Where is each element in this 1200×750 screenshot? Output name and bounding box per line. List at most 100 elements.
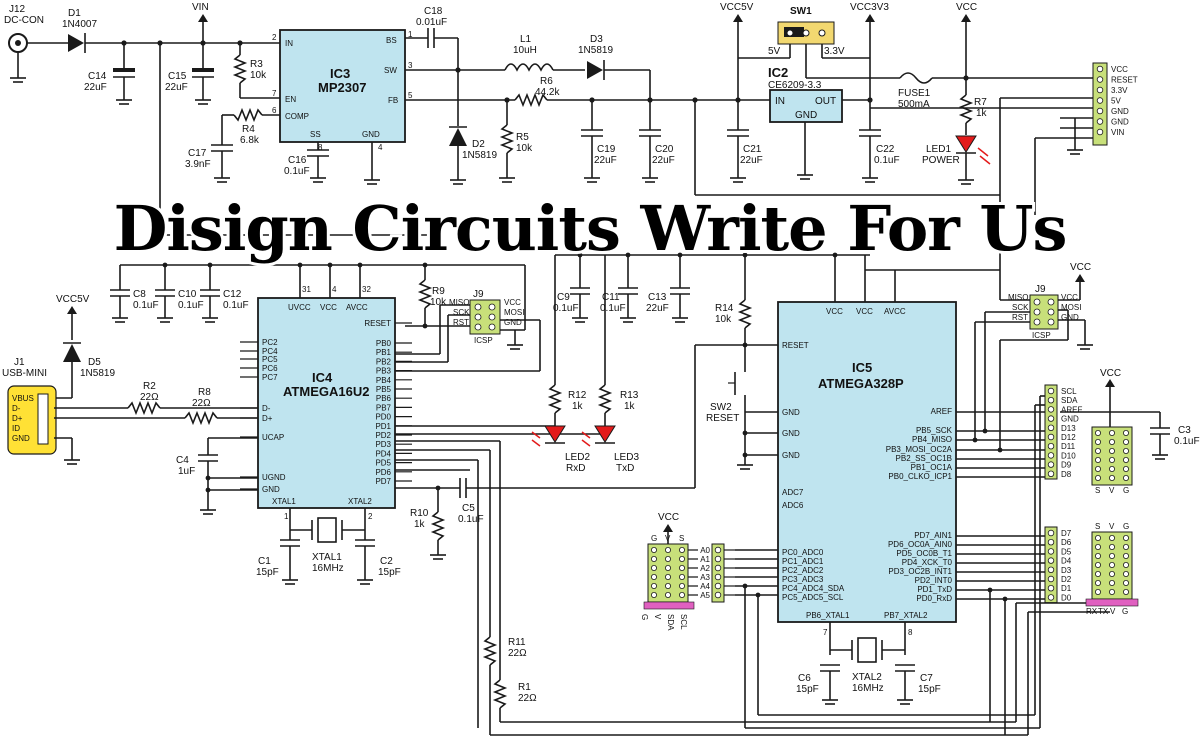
analog-grid-bottom-label-3: SCL (679, 614, 688, 630)
r10-ref: R10 (410, 508, 429, 519)
ic5-bottom-pin-1: PB7_XTAL2 (884, 611, 928, 620)
digital-header-label-1: D6 (1061, 538, 1072, 547)
r10-value: 1k (414, 519, 426, 530)
analog-grid-pin (665, 565, 672, 572)
capacitor-c15: C15 22uF (165, 43, 214, 105)
grid-3row-a-pin (1109, 456, 1116, 463)
ic4-top-pin-0: UVCC (288, 303, 311, 312)
j9a-mosi: MOSI (504, 308, 524, 317)
power-header-label-1: RESET (1111, 76, 1138, 85)
ic2-pin-gnd: GND (795, 110, 817, 121)
r2-ref: R2 (143, 381, 156, 392)
digital-header-pin (1047, 594, 1055, 601)
j9a-vcc: VCC (504, 298, 521, 307)
ic3-pin-bs: BS (386, 36, 397, 45)
ic5-right-pin-8: PD6_OC0A_AIN0 (888, 540, 953, 549)
ic5-left-pin-4: ADC7 (782, 488, 804, 497)
ic4-part: ATMEGA16U2 (283, 384, 369, 399)
ic4-top-pin-1: VCC (320, 303, 337, 312)
grid-3row-b-rxtx-label-0: RX (1086, 607, 1098, 616)
ic3-mp2307: IC3 MP2307 IN EN COMP BS SW FB SS GND 27… (272, 29, 413, 152)
c22-value: 0.1uF (874, 155, 900, 166)
resistor-r8: R8 22Ω (184, 387, 258, 426)
ic4-left-pin-1: PC4 (262, 347, 278, 356)
grid-3row-b-pin (1109, 571, 1116, 578)
ic3-pin-fb: FB (388, 96, 398, 105)
j9b-vcc: VCC (1061, 293, 1078, 302)
ic5-left-pin-6: PC0_ADC0 (782, 548, 824, 557)
resistor-r3: R3 10k (232, 43, 280, 99)
r4-ref: R4 (242, 124, 255, 135)
page-title: Disign Circuits Write For Us (114, 192, 1067, 265)
analog-grid-bottom-label-2: SDA (666, 614, 675, 631)
svg-text:3: 3 (408, 61, 413, 70)
ic2-ce6209: IN OUT GND IC2 CE6209-3.3 (768, 65, 873, 180)
c12-ref: C12 (223, 289, 242, 300)
power-header-label-6: VIN (1111, 128, 1125, 137)
resistor-r14: R14 10k (715, 299, 753, 372)
ic2-pin-in: IN (775, 96, 785, 107)
xtal1-ref: XTAL1 (312, 552, 342, 563)
r8-value: 22Ω (192, 398, 211, 409)
ic5-right-pin-0: AREF (931, 407, 952, 416)
ic3-pin-en: EN (285, 95, 296, 104)
ic4-name: IC4 (312, 370, 333, 385)
grid-3row-b-pin (1123, 571, 1130, 578)
i2c-header-label-1: SDA (1061, 396, 1078, 405)
sw2-ref: SW2 (710, 402, 732, 413)
ic4-left-pin-5: D- (262, 404, 271, 413)
c13-value: 22uF (646, 303, 669, 314)
ic5-left-pin-7: PC1_ADC1 (782, 557, 824, 566)
r1-value: 22Ω (518, 693, 537, 704)
ic5-right-pin-6: PB0_CLKO_ICP1 (888, 472, 952, 481)
grid-3row-b-pin (1109, 553, 1116, 560)
capacitor-c14: C14 22uF (84, 43, 135, 105)
grid-3row-b-rxtx-label-2: V (1110, 607, 1116, 616)
svg-text:8: 8 (908, 628, 913, 637)
capacitor-c10: C10 0.1uF (155, 265, 204, 323)
ic3-pin-sw: SW (384, 66, 397, 75)
c16-ref: C16 (288, 155, 307, 166)
svg-text:32: 32 (362, 285, 371, 294)
grid-3row-a-pin (1095, 438, 1102, 445)
capacitor-c1: C1 15pF (256, 539, 300, 585)
digital-header-label-5: D2 (1061, 575, 1072, 584)
analog-header-pin (714, 573, 722, 581)
grid-3row-b-pin (1123, 589, 1130, 596)
i2c-header-pin (1047, 461, 1055, 468)
i2c-header-pin (1047, 470, 1055, 477)
ic5-atmega328p: IC5 ATMEGA328P (777, 301, 957, 623)
grid-3row-a-pin (1123, 429, 1130, 436)
capacitor-c17: C17 3.9nF (185, 144, 233, 183)
led1-value: POWER (922, 155, 960, 166)
ic4-right-pin-10: PD1 (375, 422, 391, 431)
analog-grid-col-label-0: G (651, 534, 657, 543)
ic4-left-pin-6: D+ (262, 414, 273, 423)
r11-ref: R11 (508, 637, 526, 648)
c19-value: 22uF (594, 155, 617, 166)
i2c-header-label-0: SCL (1061, 387, 1077, 396)
digital-header-pin (1047, 548, 1055, 555)
c1-value: 15pF (256, 567, 279, 578)
c14-value: 22uF (84, 82, 107, 93)
c7-ref: C7 (920, 673, 933, 684)
power-header-pin (1096, 128, 1104, 136)
r8-ref: R8 (198, 387, 211, 398)
c1-ref: C1 (258, 556, 271, 567)
c11-ref: C11 (602, 292, 620, 303)
power-header-pin (1096, 86, 1104, 94)
i2c-header-pin (1047, 415, 1055, 422)
i2c-header-label-7: D10 (1061, 451, 1076, 460)
r1-ref: R1 (518, 682, 531, 693)
analog-grid-bottom-label-1: V (653, 614, 662, 620)
c20-value: 22uF (652, 155, 675, 166)
grid-3row-a-col-label-0: S (1095, 486, 1100, 495)
power-header-label-0: VCC (1111, 65, 1128, 74)
r2-value: 22Ω (140, 392, 159, 403)
resistor-r9: R9 10k (417, 265, 447, 329)
digital-header-pin (1047, 539, 1055, 546)
